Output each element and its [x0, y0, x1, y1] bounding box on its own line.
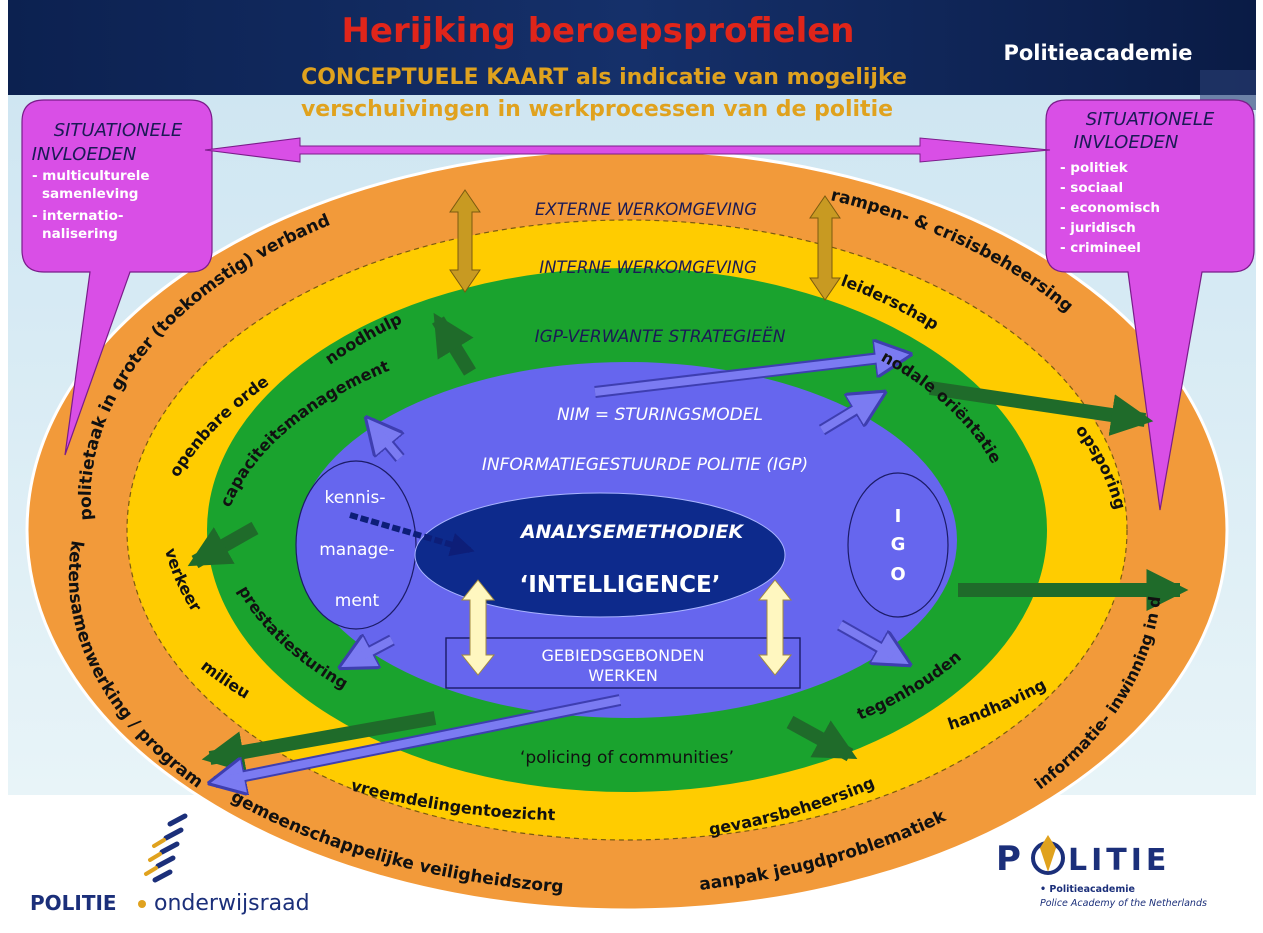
callout-left-item: nalisering: [42, 226, 118, 242]
callout-right-title-1: SITUATIONELE: [1086, 109, 1215, 130]
politie-academy-logo: P LITIE • Politieacademie Police Academy…: [996, 835, 1207, 909]
label-gebiedsgebonden-2: WERKEN: [588, 666, 658, 685]
logo-litie: LITIE: [1068, 843, 1170, 878]
arrow-gemeenschap: [229, 696, 621, 783]
arrow-prestatie: [354, 636, 394, 663]
gold-double-arrow-left: [449, 189, 481, 293]
label-interne-werkomgeving: INTERNE WERKOMGEVING: [539, 258, 757, 277]
label-kennis-1: kennis-: [325, 488, 386, 508]
arrow-to-noodhulp: [432, 312, 476, 376]
arrow-strategies: [594, 353, 891, 396]
kennismanagement-ellipse: [295, 460, 417, 630]
logo-academy-line-2: Police Academy of the Netherlands: [1040, 898, 1207, 909]
page-title: Herijking beroepsprofielen: [341, 11, 854, 51]
label-kennis-3: ment: [335, 591, 380, 611]
callout-connector-arrow: [204, 137, 1051, 163]
subtitle-line-2: verschuivingen in werkprocessen van de p…: [301, 97, 893, 122]
callout-right-item: - politiek: [1060, 160, 1129, 176]
logo-dot-icon: [138, 900, 146, 908]
arrow-kennis-to-analyse: [349, 512, 475, 557]
callout-left-title-1: SITUATIONELE: [54, 120, 183, 141]
callout-left-item: samenleving: [42, 186, 138, 202]
label-igp: INFORMATIEGESTUURDE POLITIE (IGP): [482, 455, 808, 475]
cream-double-arrow-left: [460, 579, 496, 676]
academy-label: Politieacademie: [1003, 41, 1192, 65]
label-policing: ‘policing of communities’: [520, 748, 734, 768]
label-igo-i: I: [895, 506, 902, 527]
callout-right-title-2: INVLOEDEN: [1074, 132, 1179, 153]
label-intelligence: ‘INTELLIGENCE’: [520, 572, 721, 598]
arrow-tegenhouden: [838, 621, 895, 659]
callout-right-item: - juridisch: [1060, 220, 1136, 236]
arrow-to-verkeer: [187, 521, 259, 569]
arrow-nodale: [819, 398, 871, 434]
label-analysemethodiek: ANALYSEMETHODIEK: [519, 521, 745, 543]
callout-left-title-2: INVLOEDEN: [32, 144, 137, 165]
gebiedsgebonden-box: [445, 637, 801, 689]
arrow-capaciteit: [374, 429, 404, 461]
callout-right: [1045, 99, 1255, 511]
subtitle-line-1: CONCEPTUELE KAART als indicatie van moge…: [301, 65, 907, 90]
analyse-ellipse: [414, 492, 786, 618]
gold-double-arrow-right: [809, 195, 841, 301]
label-nim: NIM = STURINGSMODEL: [557, 405, 763, 425]
callout-left: [21, 99, 213, 456]
callout-left-item: - internatio-: [32, 208, 124, 224]
logo-academy-line-1: • Politieacademie: [1040, 884, 1135, 895]
label-gebiedsgebonden-1: GEBIEDSGEBONDEN: [542, 646, 705, 665]
callout-right-item: - crimineel: [1060, 240, 1141, 256]
arrow-to-rampen: [928, 381, 1154, 436]
logo-onderwijsraad-word: onderwijsraad: [154, 891, 310, 916]
logo-politie-p: P: [996, 839, 1021, 879]
logo-stripes-icon: [152, 813, 188, 883]
callout-right-item: - economisch: [1060, 200, 1160, 216]
arrow-to-keten: [201, 711, 437, 773]
logo-flame-icon: [1040, 835, 1056, 872]
igo-ellipse: [847, 472, 949, 618]
callout-left-item: - multiculturele: [32, 168, 150, 184]
label-kennis-2: manage-: [319, 540, 395, 560]
arrow-to-gevaarsbeheersing: [786, 715, 858, 762]
label-igo-g: G: [891, 534, 906, 555]
logo-politie-word: POLITIE: [30, 891, 117, 915]
label-externe-werkomgeving: EXTERNE WERKOMGEVING: [535, 200, 757, 219]
label-igp-strategieen: IGP-VERWANTE STRATEGIEËN: [535, 326, 786, 347]
label-igo-o: O: [890, 564, 905, 585]
cream-double-arrow-right: [757, 579, 793, 676]
callout-right-item: - sociaal: [1060, 180, 1123, 196]
politie-onderwijsraad-logo: POLITIE onderwijsraad: [30, 813, 310, 916]
